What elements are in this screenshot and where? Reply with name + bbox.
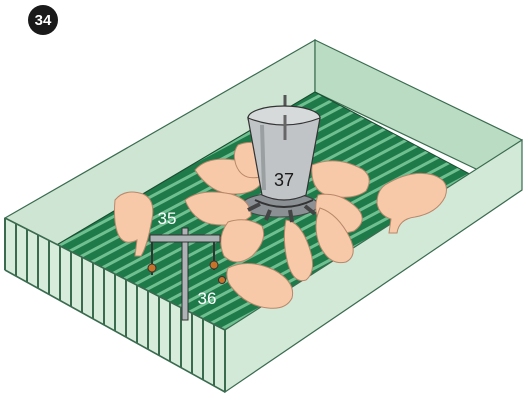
figure-number-badge: 34 bbox=[28, 5, 58, 35]
feeder-label: 37 bbox=[274, 170, 294, 190]
badge-text: 34 bbox=[35, 12, 52, 29]
drinker-group-label: 35 bbox=[158, 209, 177, 228]
drinker-post-label: 36 bbox=[198, 289, 217, 308]
